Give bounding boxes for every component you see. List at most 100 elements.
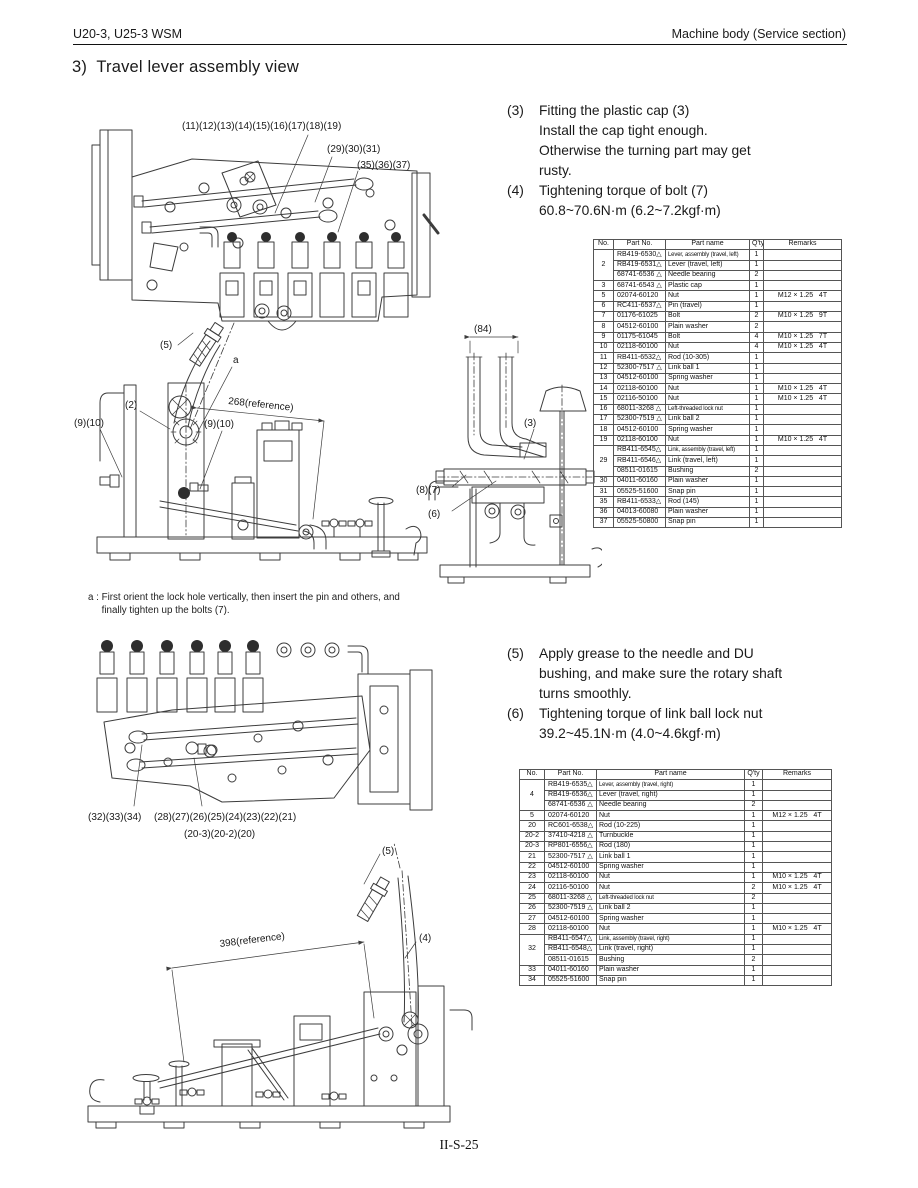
cell-qty: 2 — [749, 465, 764, 477]
column-header: Part name — [596, 768, 745, 781]
cell-qty: 2 — [744, 799, 763, 812]
cell-part-name: Plain washer — [665, 506, 750, 519]
cell-part-no: 05525-51600 — [544, 974, 597, 987]
cell-remarks — [763, 414, 842, 426]
cell-remarks — [763, 300, 842, 313]
cell-remarks — [763, 269, 842, 282]
cell-part-name: Link ball 1 — [665, 362, 750, 374]
table-row: RB411-6548△Link (travel, right)1 — [520, 944, 832, 956]
cell-qty: 1 — [749, 455, 764, 467]
cell-qty: 1 — [749, 290, 764, 302]
cell-remarks: M10 × 1.25 9T — [763, 311, 842, 323]
column-header: Q'ty — [744, 768, 763, 781]
column-header: Remarks — [763, 238, 842, 251]
cell-no: 5 — [519, 810, 545, 822]
cell-part-name: Link ball 1 — [596, 851, 745, 863]
cell-part-name: Bushing — [596, 954, 745, 966]
cell-remarks — [763, 455, 842, 467]
cell-part-no: RB419-6530△ — [613, 249, 666, 261]
cell-remarks — [763, 475, 842, 488]
cell-part-name: Plain washer — [596, 964, 745, 976]
cell-part-name: Nut — [665, 383, 750, 395]
cell-qty: 1 — [749, 414, 764, 426]
cell-qty: 1 — [744, 830, 763, 843]
cell-qty: 4 — [749, 331, 764, 343]
cell-part-no: RB411-6533△ — [613, 496, 666, 508]
cell-remarks: M10 × 1.25 4T — [763, 434, 842, 446]
cell-remarks — [762, 933, 832, 946]
cell-part-no: RB411-6548△ — [544, 944, 597, 956]
cell-part-no: 02118-60100 — [613, 383, 666, 395]
cell-no: 7 — [593, 311, 614, 323]
cell-part-no: RB411-6532△ — [613, 352, 666, 364]
top-view-assembly — [91, 129, 440, 331]
cell-no: 25 — [519, 892, 545, 904]
cell-qty: 1 — [749, 393, 764, 405]
column-header: Part No. — [544, 768, 597, 781]
cell-part-name: Plain washer — [665, 321, 750, 333]
cell-qty: 1 — [749, 444, 764, 457]
cell-qty: 1 — [744, 789, 763, 801]
cell-part-no: 04013-60080 — [613, 506, 666, 519]
cell-no: 20 — [519, 820, 545, 832]
cell-remarks — [762, 830, 832, 843]
header-model: U20-3, U25-3 WSM — [73, 27, 183, 41]
cell-qty: 1 — [744, 944, 763, 956]
note-text: Tightening torque of bolt (7) 60.8~70.6N… — [539, 183, 721, 218]
cell-part-no: 04011-60160 — [544, 964, 597, 976]
cell-remarks: M12 × 1.25 4T — [763, 290, 842, 302]
cell-qty: 1 — [744, 933, 763, 946]
cell-no: 33 — [519, 964, 545, 976]
table-row: RB419-6536△Lever (travel, right)1 — [520, 789, 832, 801]
cell-no: 29 — [593, 444, 614, 477]
cell-qty: 1 — [749, 434, 764, 446]
cell-part-name: Plastic cap — [665, 280, 750, 292]
cell-part-no: RB419-6535△ — [544, 779, 597, 791]
callout-label: (5) — [160, 340, 172, 351]
cell-qty: 1 — [744, 871, 763, 884]
cell-remarks: M10 × 1.25 7T — [763, 331, 842, 343]
front-view-assembly — [428, 334, 602, 584]
cell-qty: 1 — [749, 372, 764, 385]
cell-no: 35 — [593, 496, 614, 508]
cell-part-no: 68741-6543 △ — [613, 280, 666, 292]
cell-no: 8 — [593, 321, 614, 333]
cell-part-no: 02074-60120 — [613, 290, 666, 302]
note-item: (3) Fitting the plastic cap (3) Install … — [507, 101, 879, 181]
callout-label: (35)(36)(37) — [357, 160, 410, 171]
cell-no: 30 — [593, 475, 614, 488]
cell-part-name: Lever, assembly (travel, right) — [596, 779, 745, 791]
cell-remarks — [763, 465, 842, 477]
cell-no: 20-2 — [519, 830, 545, 843]
cell-remarks — [763, 517, 842, 529]
cell-no: 12 — [593, 362, 614, 374]
cell-part-name: Nut — [665, 290, 750, 302]
cell-part-no: RB411-6546△ — [613, 455, 666, 467]
cell-part-no: 04512-60100 — [613, 372, 666, 385]
cell-remarks — [762, 954, 832, 966]
callout-label: (29)(30)(31) — [327, 144, 380, 155]
procedure-notes-bottom: (5) Apply grease to the needle and DU bu… — [507, 644, 879, 744]
header-section: Machine body (Service section) — [671, 27, 846, 41]
cell-no: 9 — [593, 331, 614, 343]
cell-remarks — [763, 444, 842, 457]
cell-part-name: Nut — [665, 393, 750, 405]
cell-remarks: M10 × 1.25 4T — [763, 393, 842, 405]
cell-part-no: 02118-60100 — [613, 434, 666, 446]
